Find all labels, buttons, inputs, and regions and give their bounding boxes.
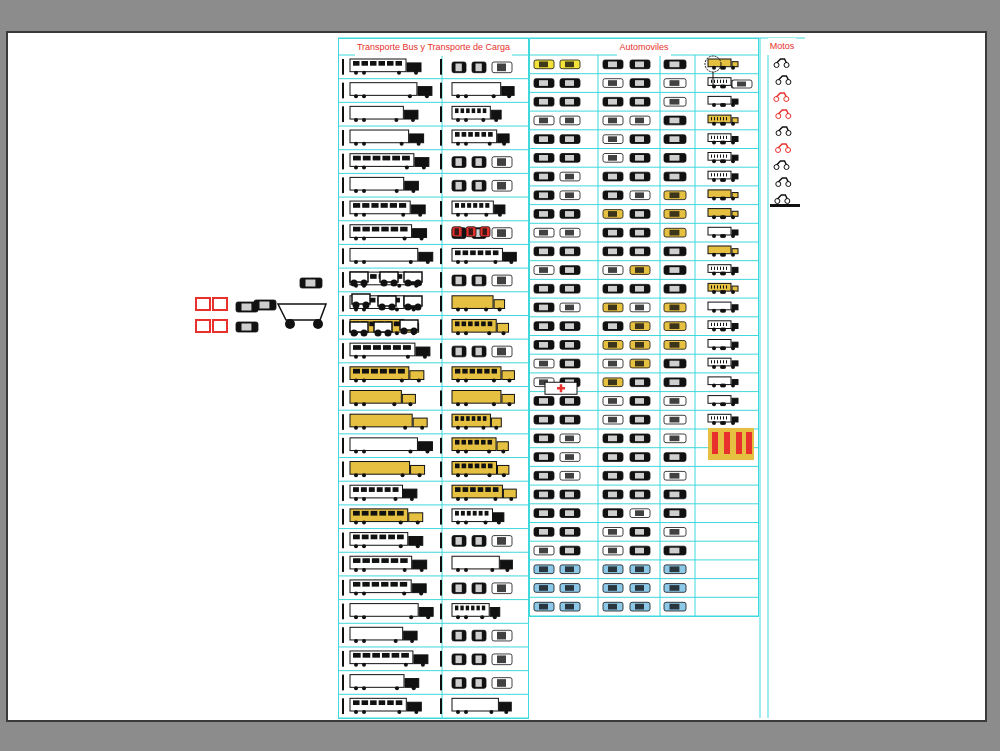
column-heading: Transporte Bus y Transporte de Carga: [355, 39, 512, 56]
vehicle-icons: [196, 56, 800, 714]
sheet-frame: [6, 31, 987, 722]
column-panel: Automoviles: [529, 38, 759, 617]
column-heading: Automoviles: [617, 39, 670, 56]
sheet: [8, 33, 985, 720]
column-panel: Transporte Bus y Transporte de Carga: [338, 38, 529, 719]
column-heading: Motos: [768, 38, 797, 55]
column-panel: Motos: [759, 38, 805, 719]
grid-lines: [338, 38, 805, 718]
